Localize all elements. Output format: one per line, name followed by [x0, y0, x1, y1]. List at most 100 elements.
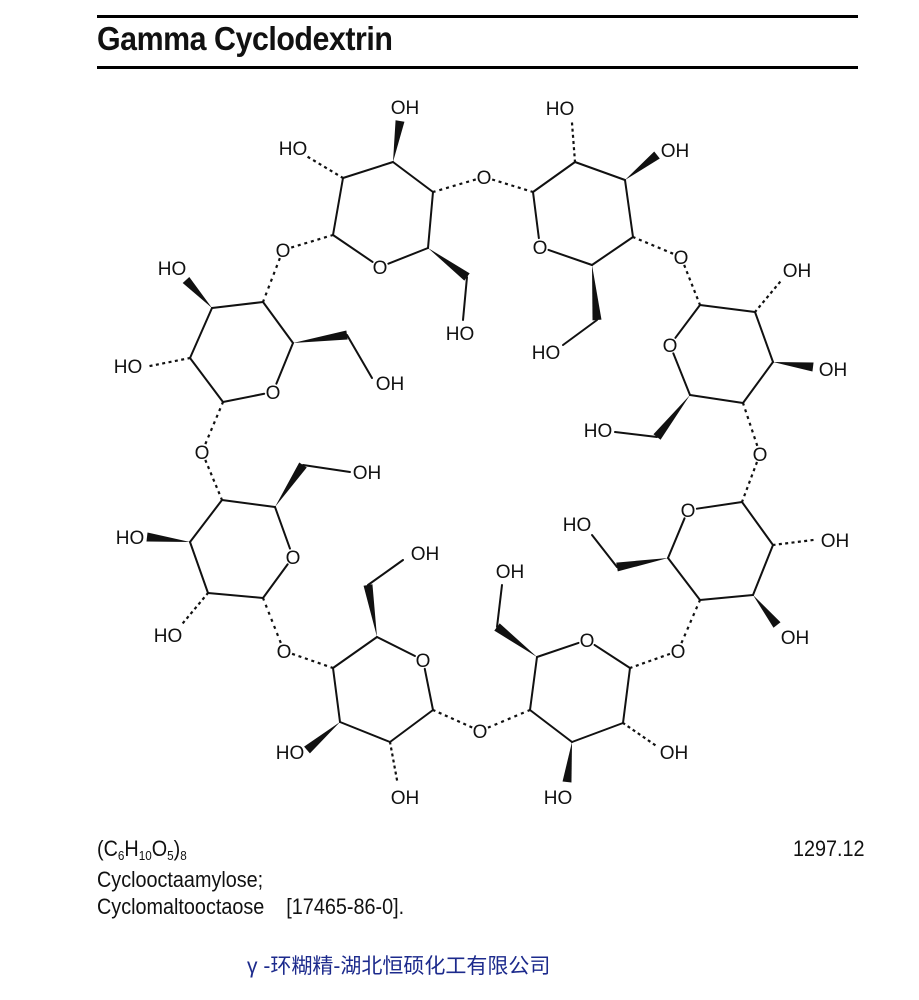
- ring-oxygen-label: O: [416, 651, 431, 672]
- hashed-bond-segment: [769, 290, 774, 295]
- hashed-bond-segment: [686, 626, 690, 630]
- hashed-bond-segment: [647, 739, 651, 743]
- hashed-bond-segment: [491, 178, 496, 182]
- hashed-bond-segment: [204, 440, 208, 445]
- hashed-bond-segment: [638, 238, 643, 242]
- wedge-bond: [393, 120, 405, 162]
- ring-bond: [742, 361, 774, 404]
- ring-bond: [699, 594, 754, 601]
- ring-bond: [593, 643, 631, 669]
- hashed-bond-segment: [452, 184, 456, 188]
- ring-bond: [741, 501, 774, 546]
- ring-bond: [754, 311, 774, 363]
- ring-bond: [427, 191, 434, 249]
- hashed-bond-segment: [432, 190, 436, 194]
- hashed-bond-segment: [161, 361, 166, 365]
- ring-bond: [674, 304, 701, 339]
- ring-oxygen-label: O: [533, 238, 548, 259]
- page-title: Gamma Cyclodextrin: [97, 20, 393, 57]
- hydroxyl-label: HO: [114, 357, 143, 378]
- hashed-bond-segment: [745, 486, 749, 491]
- hydroxymethyl-label: OH: [411, 544, 440, 565]
- hashed-bond-segment: [753, 309, 758, 314]
- hashed-bond-segment: [205, 591, 210, 596]
- hashed-bond-segment: [465, 180, 470, 184]
- hashed-bond-segment: [642, 735, 646, 740]
- ring-bond: [274, 506, 291, 550]
- hashed-bond-segment: [621, 721, 626, 726]
- molecular-formula: (C6H10O5)8: [97, 836, 187, 862]
- hashed-bond-segment: [666, 652, 671, 656]
- wedge-bond: [293, 330, 348, 343]
- wedge-bond: [753, 595, 781, 628]
- ch2-oh-bond: [591, 534, 618, 568]
- hashed-bond-segment: [392, 759, 395, 763]
- hashed-bond-segment: [456, 719, 461, 724]
- ring-bond: [574, 161, 626, 181]
- hashed-bond-segment: [275, 264, 279, 269]
- hashed-bond-segment: [773, 285, 778, 290]
- hashed-bond-segment: [683, 633, 687, 637]
- ring-bond: [221, 499, 276, 508]
- ring-bond: [332, 667, 341, 723]
- hashed-bond-segment: [323, 165, 328, 170]
- hydroxymethyl-label: HO: [563, 515, 592, 536]
- hashed-bond-segment: [652, 742, 657, 747]
- hashed-bond-segment: [187, 356, 191, 360]
- ring-bond: [672, 352, 691, 396]
- hashed-bond-segment: [511, 184, 515, 188]
- wedge-bond: [304, 722, 340, 754]
- glycosidic-oxygen-label: O: [473, 722, 488, 743]
- hashed-bond-segment: [644, 241, 649, 245]
- hashed-bond-segment: [523, 188, 528, 192]
- footer-caption: γ -环糊精-湖北恒硕化工有限公司: [247, 955, 551, 978]
- hashed-bond-segment: [298, 654, 302, 659]
- glycosidic-oxygen-label: O: [195, 443, 210, 464]
- ring-oxygen-label: O: [580, 631, 595, 652]
- hashed-bond-segment: [746, 415, 750, 420]
- hashed-bond-segment: [690, 283, 694, 287]
- ring-bond: [667, 557, 701, 601]
- ring-bond: [536, 641, 580, 658]
- ring-bond: [624, 179, 634, 238]
- ring-bond: [342, 161, 394, 179]
- hashed-bond-segment: [185, 615, 190, 620]
- ch2-oh-bond: [614, 431, 658, 438]
- ring-bond: [689, 394, 744, 404]
- hashed-bond-segment: [323, 663, 328, 667]
- hydroxymethyl-label: HO: [532, 343, 561, 364]
- hashed-bond-segment: [329, 169, 333, 173]
- ring-bond: [189, 307, 213, 359]
- hydroxyl-label: HO: [276, 743, 305, 764]
- hashed-bond-segment: [212, 421, 216, 425]
- hashed-bond-segment: [278, 639, 282, 644]
- hydroxyl-label: OH: [391, 788, 420, 809]
- hashed-bond-segment: [445, 186, 450, 190]
- title-underline: [97, 66, 858, 69]
- hydroxyl-label: HO: [546, 99, 575, 120]
- hashed-bond-segment: [439, 188, 443, 192]
- hashed-bond-segment: [310, 239, 315, 243]
- hashed-bond-segment: [330, 233, 334, 237]
- ch2-oh-bond: [462, 276, 468, 321]
- ring-bond: [339, 721, 391, 743]
- hashed-bond-segment: [395, 777, 399, 781]
- hashed-bond-segment: [388, 741, 392, 745]
- wedge-bond: [773, 362, 814, 372]
- hydroxyl-label: HO: [116, 528, 145, 549]
- hashed-bond-segment: [317, 661, 321, 665]
- hashed-bond-segment: [389, 747, 393, 751]
- hydroxyl-label: HO: [279, 139, 308, 160]
- hashed-bond-segment: [168, 360, 172, 364]
- hashed-bond-segment: [272, 271, 276, 276]
- hashed-bond-segment: [660, 655, 665, 659]
- ring-bond: [189, 499, 223, 543]
- hashed-bond-segment: [264, 604, 268, 608]
- hashed-bond-segment: [270, 618, 274, 623]
- hashed-bond-segment: [663, 248, 668, 253]
- ring-bond: [591, 236, 634, 266]
- synonym-2: Cyclomaltooctaose [17465-86-0].: [97, 894, 404, 920]
- ring-bond: [547, 248, 593, 266]
- hashed-bond-segment: [654, 657, 658, 661]
- hashed-bond-segment: [267, 285, 271, 289]
